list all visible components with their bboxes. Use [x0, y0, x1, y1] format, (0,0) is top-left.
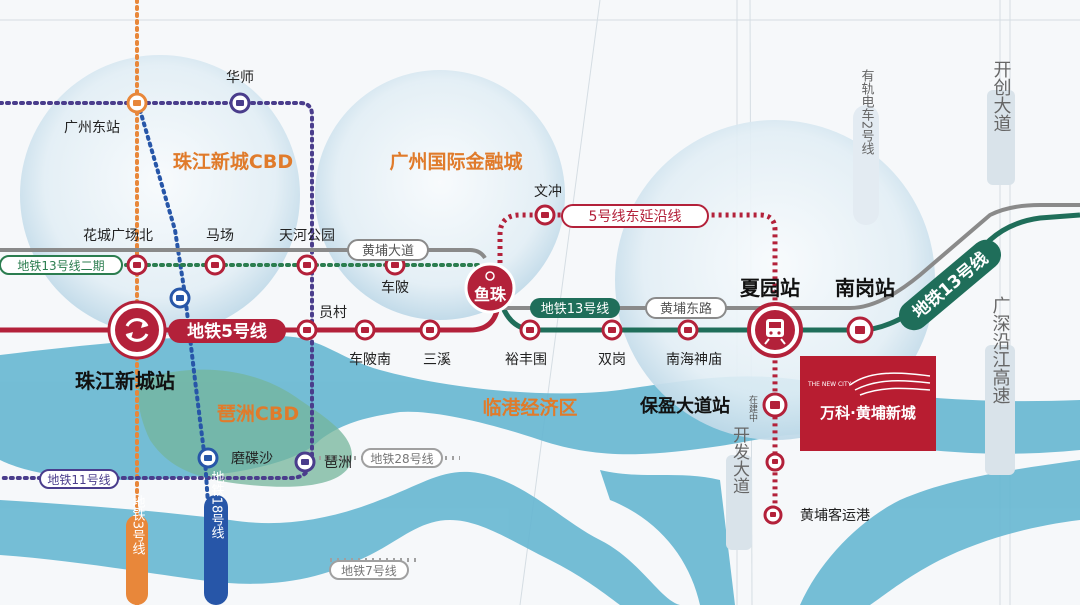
pazhou-cbd-label: 琶洲CBD	[217, 403, 299, 425]
station-modiesha: 磨碟沙	[231, 451, 273, 467]
station-machang: 马场	[206, 228, 234, 244]
vertical-line-labels: 地铁3号线 地铁18号线 有轨电车2号线 开创大道 开发大道 广深沿江高速	[126, 60, 1015, 605]
station-icon	[677, 319, 699, 341]
station-icon	[169, 287, 191, 309]
station-nangang: 南岗站	[835, 276, 895, 300]
station-shuanggang: 双岗	[598, 352, 626, 368]
vanke-brand-box: THE NEW CITY 万科·黄埔新城	[800, 356, 936, 451]
station-yuancun: 员村	[319, 305, 347, 321]
station-icon	[294, 451, 316, 473]
station-huacheng: 花城广场北	[83, 228, 153, 244]
line-13-phase2-label: 地铁13号线二期	[17, 259, 104, 273]
station-icon	[763, 505, 783, 525]
line-7-label: 地铁7号线	[341, 564, 397, 578]
zhujiang-cbd-label: 珠江新城CBD	[173, 150, 293, 173]
station-icon	[296, 319, 318, 341]
station-xiayuan: 夏园站	[740, 276, 800, 300]
district-labels: 珠江新城CBD 广州国际金融城 琶洲CBD 临港经济区	[173, 150, 578, 425]
station-tianhe-park: 天河公园	[279, 228, 335, 244]
station-yufengwei: 裕丰围	[505, 352, 547, 368]
metro-train-icon	[747, 302, 803, 358]
station-labels: 广州东站 华师 花城广场北 马场 天河公园 车陂 员村 车陂南 三溪 文冲 裕丰…	[64, 70, 870, 524]
line-label-pills: 地铁13号线二期 地铁5号线 黄埔大道 5号线东延沿线 地铁13号线 黄埔东路 …	[0, 204, 727, 580]
huangpu-donglu-label: 黄埔东路	[660, 301, 712, 317]
kaichuang-road-label: 开创大道	[991, 60, 1012, 132]
line-3-label: 地铁3号线	[130, 495, 146, 556]
station-wenchong: 文冲	[534, 184, 562, 200]
station-markers	[126, 92, 874, 525]
line-5-east-route	[497, 212, 778, 515]
line-28-label: 地铁28号线	[370, 452, 433, 466]
line-5-label: 地铁5号线	[187, 321, 267, 342]
huangpu-dadao-road	[0, 248, 487, 260]
ifc-label: 广州国际金融城	[389, 150, 522, 173]
station-icon	[765, 452, 785, 472]
brand-name: 万科·黄埔新城	[819, 404, 916, 422]
station-icon	[534, 204, 556, 226]
station-sanxi: 三溪	[423, 352, 451, 368]
line-18-label: 地铁18号线	[209, 471, 225, 540]
station-icon	[197, 447, 219, 469]
line-11-route	[0, 101, 314, 480]
station-icon	[354, 319, 376, 341]
kaifa-road-label: 开发大道	[729, 426, 750, 494]
station-nanhai: 南海神庙	[666, 352, 722, 368]
major-station-labels: 珠江新城站 夏园站 南岗站 保盈大道站	[75, 276, 895, 417]
station-yuzhu: 鱼珠	[474, 285, 507, 304]
station-pazhou: 琶洲	[324, 455, 352, 471]
transfer-icon	[464, 262, 516, 314]
station-icon	[601, 319, 623, 341]
tram-2-label: 有轨电车2号线	[859, 69, 875, 156]
station-zhujiang-xincheng: 珠江新城站	[75, 369, 175, 393]
lingang-label: 临港经济区	[482, 396, 577, 419]
station-guangzhou-east: 广州东站	[64, 120, 120, 136]
station-baoying-note: 在建中	[747, 394, 758, 423]
station-icon	[846, 316, 874, 344]
station-chebeinan: 车陂南	[349, 351, 391, 368]
huangpu-dadao-label: 黄埔大道	[362, 244, 414, 259]
line-5-east-label: 5号线东延沿线	[589, 209, 682, 225]
line-13-label: 地铁13号线	[541, 302, 610, 317]
station-icon	[762, 392, 788, 418]
line-11-label: 地铁11号线	[47, 473, 110, 487]
station-huangpu-port: 黄埔客运港	[800, 507, 870, 524]
station-icon	[126, 92, 148, 114]
transfer-icon	[107, 300, 167, 360]
station-chebei: 车陂	[381, 279, 409, 296]
station-icon	[204, 254, 226, 276]
station-icon	[419, 319, 441, 341]
station-icon	[519, 319, 541, 341]
brand-subtitle: THE NEW CITY	[807, 381, 852, 388]
station-icon	[296, 254, 318, 276]
station-baoying: 保盈大道站	[639, 395, 730, 417]
line-13-route	[495, 212, 1080, 333]
station-huashi: 华师	[226, 70, 254, 86]
huangpu-donglu-road	[500, 203, 1080, 310]
station-icon	[229, 92, 251, 114]
guangshen-road-label: 广深沿江高速	[990, 296, 1011, 404]
station-icon	[126, 254, 148, 276]
